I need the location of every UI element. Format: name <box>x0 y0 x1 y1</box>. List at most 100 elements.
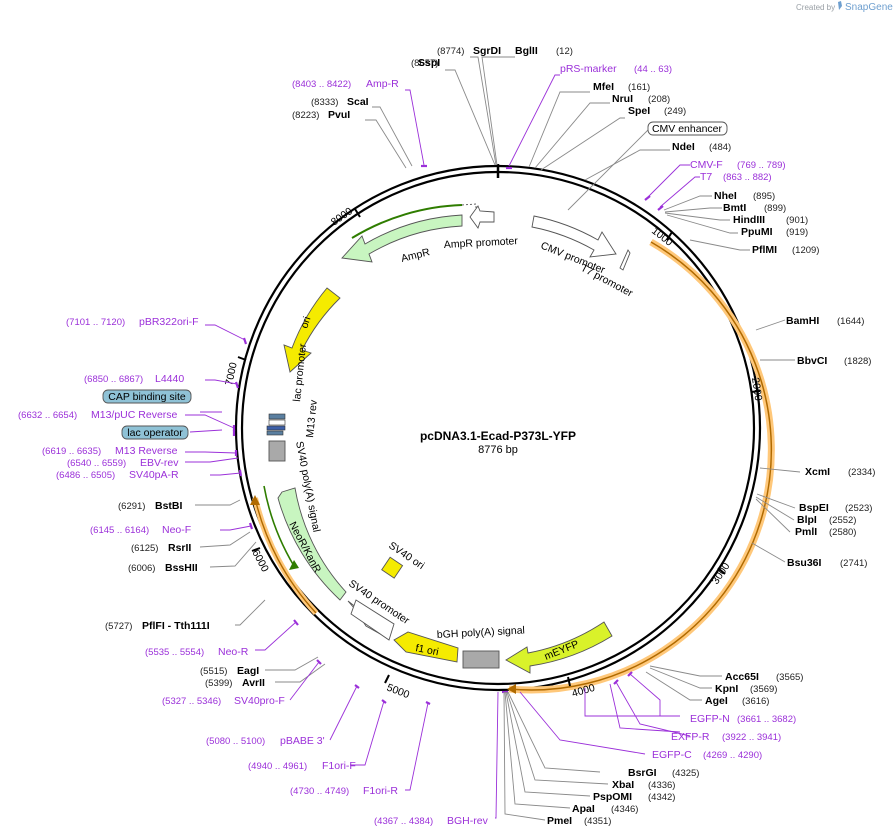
plasmid-name: pcDNA3.1-Ecad-P373L-YFP <box>420 429 576 443</box>
enzyme-kpni-pos: (3569) <box>750 684 777 695</box>
enzyme-xbai: XbaI <box>612 779 634 791</box>
primer-ebv-rev: EBV-rev <box>140 457 179 469</box>
cap-binding-site-box: CAP binding site <box>102 389 192 404</box>
enzyme-ppumi-pos: (919) <box>786 227 808 238</box>
primer-amp-r: Amp-R <box>366 78 399 90</box>
m13-rev-label: M13 rev <box>304 399 320 439</box>
primer-pbabe3-pos: (5080 .. 5100) <box>206 736 265 747</box>
cap-binding-site-label: CAP binding site <box>108 391 186 403</box>
backbone-inner-ring <box>240 170 756 686</box>
enzyme-bsshii: BssHII <box>165 562 198 574</box>
enzyme-sgrdi-pos: (8774) <box>437 46 464 57</box>
enzyme-bamhi: BamHI <box>786 315 819 327</box>
ampr-promoter-feature <box>469 205 495 229</box>
meyfp-feature <box>505 621 613 674</box>
cmv-enhancer-box: CMV enhancer <box>647 121 728 136</box>
primer-exfp-r: EXFP-R <box>671 731 710 743</box>
enzyme-rsrii-pos: (6125) <box>131 543 158 554</box>
primer-prs-marker-pos: (44 .. 63) <box>634 64 672 75</box>
enzyme-bbvci: BbvCI <box>797 355 827 367</box>
enzyme-bspei: BspEI <box>799 502 829 514</box>
ampr-promoter-label: AmpR promoter <box>444 235 519 251</box>
tick-label-7000: 7000 <box>223 361 240 386</box>
tick-marks <box>237 208 761 687</box>
enzyme-avrii-pos: (5399) <box>205 678 232 689</box>
primer-amp-r-pos: (8403 .. 8422) <box>292 79 351 90</box>
enzyme-bstbi-pos: (6291) <box>118 501 145 512</box>
primer-prs-marker: pRS-marker <box>560 63 617 75</box>
enzyme-bsrgi: BsrGI <box>628 767 657 779</box>
primer-egfp-c-pos: (4269 .. 4290) <box>703 750 762 761</box>
enzyme-sspi: SspI <box>418 57 440 69</box>
primer-labels: pRS-marker (44 .. 63) (8403 .. 8422) Amp… <box>18 63 796 827</box>
enzyme-bsu36i: Bsu36I <box>787 557 822 569</box>
primer-pbr322ori-f: pBR322ori-F <box>139 316 199 328</box>
primer-leader-lines <box>185 74 700 819</box>
enzyme-pflmi-pos: (1209) <box>792 245 819 256</box>
primer-bgh-rev: BGH-rev <box>447 815 489 827</box>
t7-promoter-label: T7 promoter <box>579 262 636 300</box>
primer-sv40pa-r-pos: (6486 .. 6505) <box>56 470 115 481</box>
leader-lines <box>195 56 801 821</box>
lac-operator-box: lac operator <box>121 425 189 440</box>
enzyme-mfei: MfeI <box>593 81 614 93</box>
enzyme-spei: SpeI <box>628 105 650 117</box>
enzyme-bmti: BmtI <box>723 202 746 214</box>
primer-pbr322ori-f-pos: (7101 .. 7120) <box>66 317 125 328</box>
primer-egfp-c: EGFP-C <box>652 749 692 761</box>
enzyme-bsu36i-pos: (2741) <box>840 558 867 569</box>
bgh-polya-feature <box>462 650 500 669</box>
enzyme-agei-pos: (3616) <box>742 696 769 707</box>
enzyme-ppumi: PpuMI <box>741 226 773 238</box>
primer-m13-puc-reverse-pos: (6632 .. 6654) <box>18 410 77 421</box>
primer-f1ori-r: F1ori-R <box>363 785 398 797</box>
enzyme-mfei-pos: (161) <box>628 82 650 93</box>
enzyme-scai: ScaI <box>347 96 369 108</box>
tick-label-5000: 5000 <box>385 682 411 702</box>
primer-t7-pos: (863 .. 882) <box>723 172 772 183</box>
primer-cmv-f: CMV-F <box>690 159 723 171</box>
sv40-ori-feature <box>381 556 404 579</box>
enzyme-spei-pos: (249) <box>664 106 686 117</box>
primer-cmv-f-pos: (769 .. 789) <box>737 160 786 171</box>
enzyme-blpi: BlpI <box>797 514 817 526</box>
primer-neo-r: Neo-R <box>218 646 249 658</box>
enzyme-kpni: KpnI <box>715 683 738 695</box>
enzyme-bamhi-pos: (1644) <box>837 316 864 327</box>
enzyme-pflfi-pos: (5727) <box>105 621 132 632</box>
enzyme-xbai-pos: (4336) <box>648 780 675 791</box>
primer-l4440: L4440 <box>155 373 184 385</box>
enzyme-bsrgi-pos: (4325) <box>672 768 699 779</box>
enzyme-pmli: PmlI <box>795 526 817 538</box>
bgh-polya-label: bGH poly(A) signal <box>437 624 526 641</box>
enzyme-blpi-pos: (2552) <box>829 515 856 526</box>
primer-t7: T7 <box>700 171 712 183</box>
snapgene-logo-icon <box>838 1 842 10</box>
enzyme-agei: AgeI <box>705 695 728 707</box>
enzyme-labels: (8774) SgrDI BglII (12) (8657) SspI MfeI… <box>105 45 875 827</box>
primer-neo-r-pos: (5535 .. 5554) <box>145 647 204 658</box>
enzyme-scai-pos: (8333) <box>311 97 338 108</box>
enzyme-bglii-pos: (12) <box>556 46 573 57</box>
primer-egfp-n: EGFP-N <box>690 713 730 725</box>
lac-operator-label: lac operator <box>127 427 183 439</box>
enzyme-pflfi-tth111i: PflFI - Tth111I <box>142 620 210 632</box>
enzyme-bmti-pos: (899) <box>764 203 786 214</box>
primer-neo-f: Neo-F <box>162 524 191 536</box>
enzyme-nrui: NruI <box>612 93 633 105</box>
credit-brand: SnapGene <box>845 2 893 13</box>
enzyme-bglii: BglII <box>515 45 538 57</box>
enzyme-sgrdi: SgrDI <box>473 45 501 57</box>
enzyme-acc65i-pos: (3565) <box>776 672 803 683</box>
enzyme-nrui-pos: (208) <box>648 94 670 105</box>
primer-exfp-r-pos: (3922 .. 3941) <box>722 732 781 743</box>
enzyme-acc65i: Acc65I <box>725 671 759 683</box>
enzyme-pmei: PmeI <box>547 815 572 827</box>
primer-l4440-pos: (6850 .. 6867) <box>84 374 143 385</box>
primer-f1ori-f: F1ori-F <box>322 760 356 772</box>
orf-arc-insert <box>507 238 775 694</box>
primer-bgh-rev-pos: (4367 .. 4384) <box>374 816 433 827</box>
enzyme-avrii: AvrII <box>242 677 265 689</box>
enzyme-pflmi: PflMI <box>752 244 777 256</box>
